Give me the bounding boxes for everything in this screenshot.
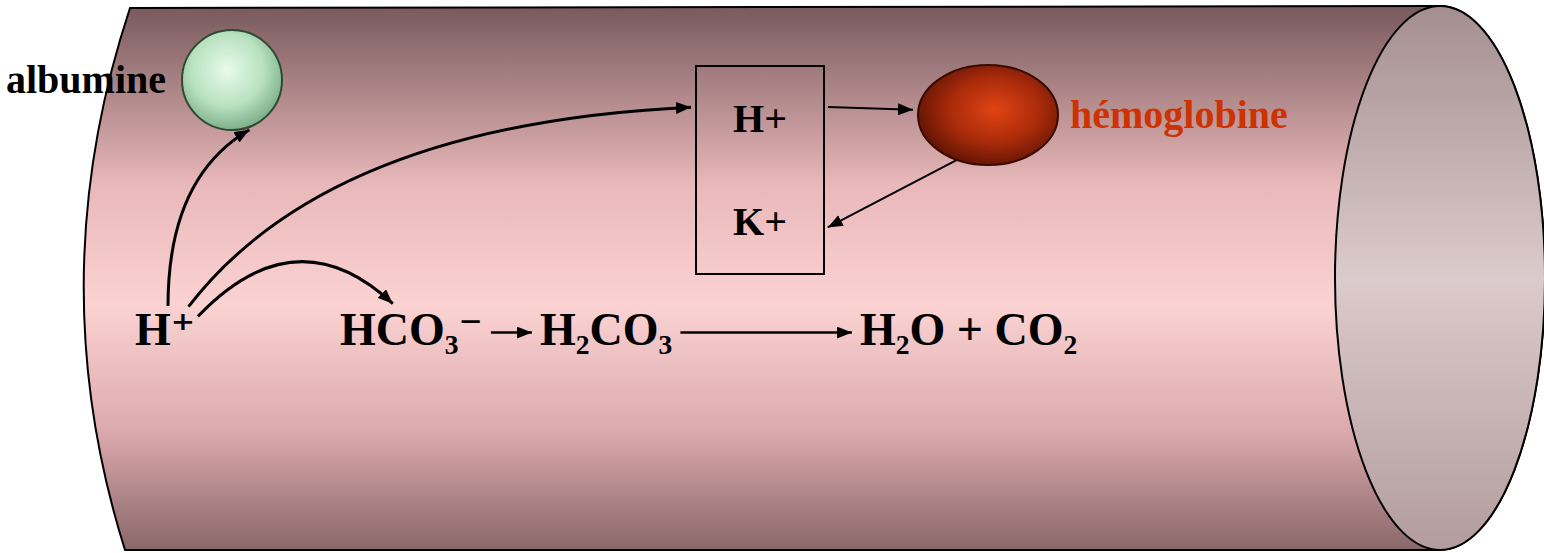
- bicarbonate-label: HCO₃⁻: [340, 304, 483, 357]
- node-text: H+: [733, 96, 787, 142]
- water-co2-label: H₂O + CO₂: [860, 304, 1077, 357]
- albumin-circle-outline: [180, 28, 284, 132]
- arrow-connector: [168, 130, 249, 306]
- node-text: H⁺: [135, 304, 195, 357]
- proton-label: H⁺: [135, 304, 195, 357]
- albumin-label: albumine: [6, 28, 284, 132]
- arrow-connector: [828, 107, 913, 110]
- node-text: HCO₃⁻: [340, 304, 483, 357]
- albumin-circle: [180, 28, 284, 132]
- node-text: albumine: [6, 57, 166, 103]
- arrow-connector: [189, 107, 692, 307]
- node-text: hémoglobine: [1070, 92, 1288, 138]
- hemoglobin-ellipse: [916, 63, 1060, 167]
- hemoglobin-ellipse-fill: [918, 65, 1058, 165]
- arrow-connector: [828, 160, 957, 227]
- ion-exchange-box: H+ K+: [695, 65, 825, 275]
- vessel-end: [1335, 6, 1544, 550]
- arrow-connector: [680, 331, 852, 334]
- hemoglobin-ellipse-outline: [916, 63, 1060, 167]
- albumin-circle-fill: [182, 30, 282, 130]
- vessel-body: [84, 6, 1544, 550]
- node-text: H₂CO₃: [540, 304, 672, 357]
- carbonic-acid-label: H₂CO₃: [540, 304, 672, 357]
- arrow-connector: [491, 331, 532, 334]
- hemoglobin-label: hémoglobine: [916, 63, 1288, 167]
- node-text: H₂O + CO₂: [860, 304, 1077, 357]
- node-text: K+: [733, 199, 787, 245]
